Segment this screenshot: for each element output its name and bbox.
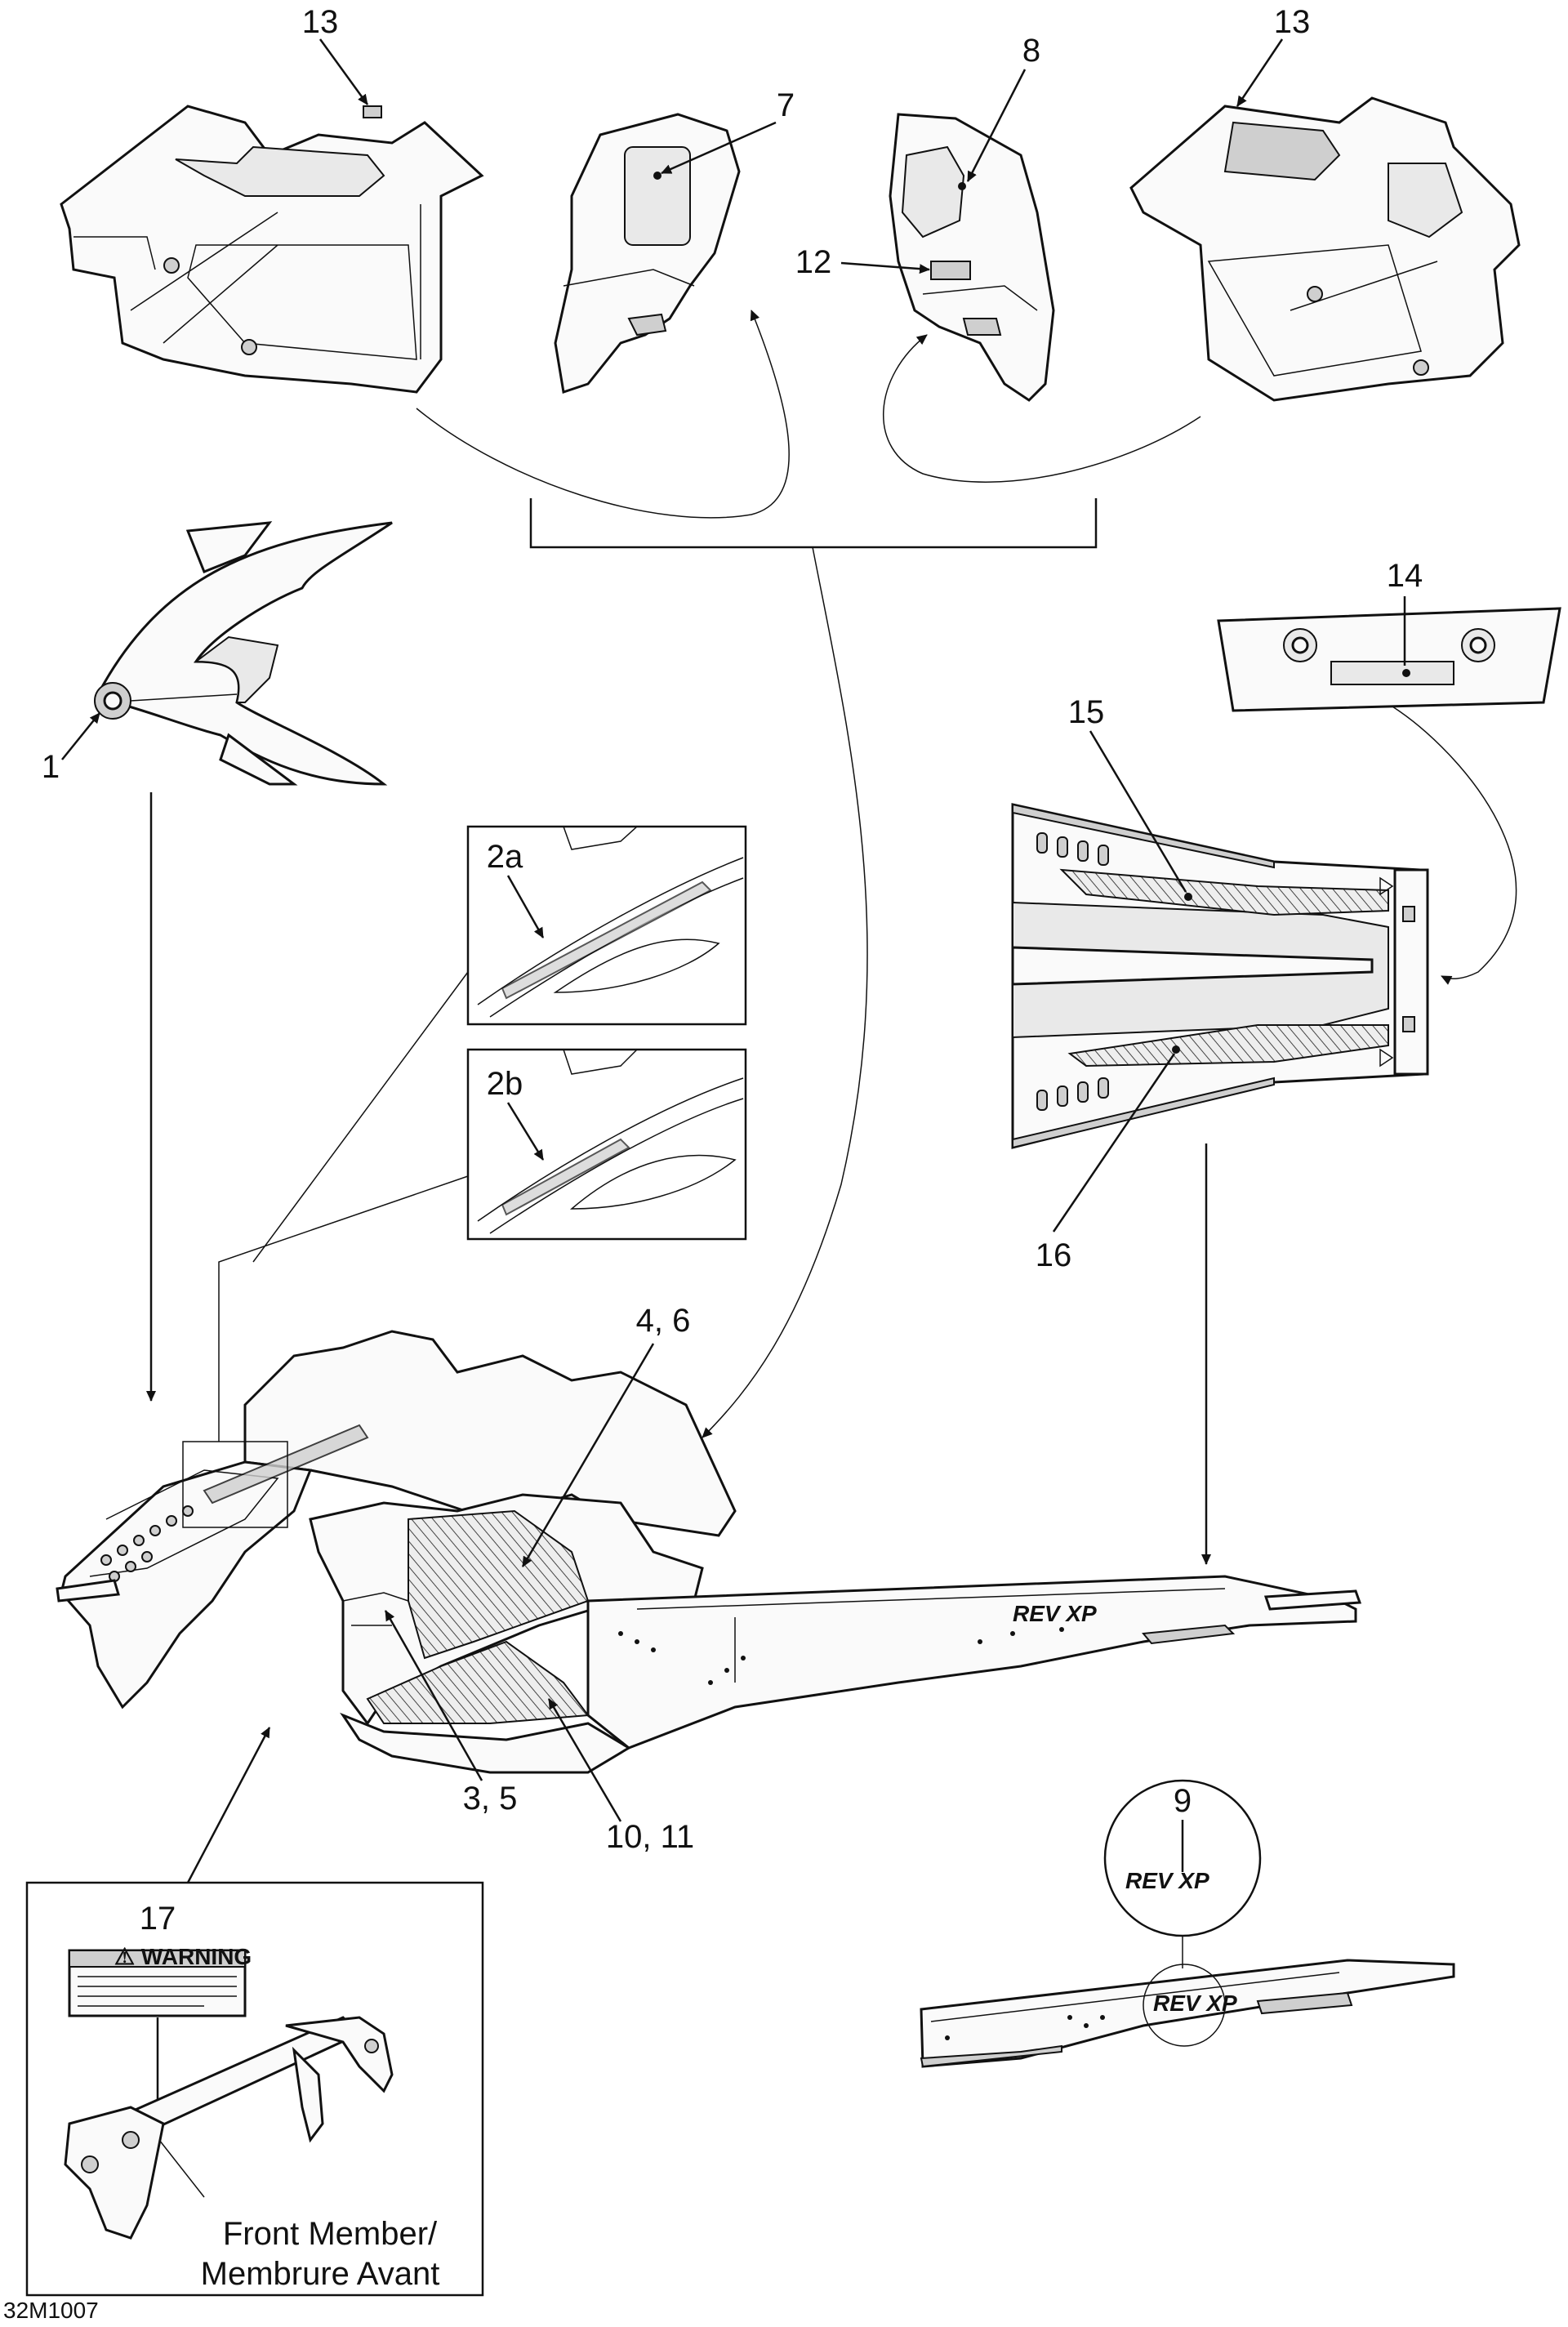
left-panel-to-console-arrow [416, 310, 790, 519]
left-side-panel [60, 105, 484, 394]
inset-caption-line2: Membrure Avant [201, 2256, 440, 2292]
tunnel-detail-revxp-logo: REV XP [1153, 1990, 1237, 2016]
bumper-to-tunnel-arrow [1392, 706, 1517, 985]
rivet-holes [618, 1627, 1064, 1685]
leader-13-right [1236, 38, 1284, 107]
bracket-to-body-arrow [702, 546, 868, 1438]
callout-13-right: 13 [1274, 4, 1311, 40]
callout-7: 7 [777, 87, 795, 123]
group-bracket [529, 498, 1098, 549]
leader-15 [1089, 730, 1187, 893]
callout-15: 15 [1068, 694, 1105, 730]
decal-2-location-box [182, 1441, 288, 1528]
vent-holes [100, 1505, 194, 1582]
detail-box-2b: 2b [466, 1048, 747, 1241]
inset-caption-line1: Front Member/ [223, 2216, 438, 2252]
callout-4-6: 4, 6 [636, 1303, 691, 1339]
rear-bumper-part [1217, 607, 1561, 712]
right-console [889, 113, 1055, 402]
callout-8: 8 [1022, 33, 1040, 69]
main-body-assembly: REV XP [56, 1330, 1362, 1774]
leader-1 [61, 712, 100, 760]
callout-13-left: 13 [302, 4, 339, 40]
tunnel-cooler-slots [1036, 832, 1109, 1111]
left-console [554, 113, 741, 394]
callout-9: 9 [1174, 1783, 1192, 1819]
callout-12: 12 [795, 244, 832, 280]
figure-code: 32M1007 [3, 2298, 99, 2323]
leader-2b [506, 1102, 545, 1161]
callout-14: 14 [1387, 558, 1423, 594]
warning-label-title: ⚠ WARNING [114, 1944, 252, 1969]
box-2a-leader-line [252, 971, 469, 1263]
callout-3-5: 3, 5 [463, 1781, 518, 1817]
tunnel-revxp-logo: REV XP [1013, 1601, 1097, 1626]
detail-box-2a: 2a [466, 825, 747, 1026]
leader-10-11 [547, 1698, 622, 1822]
leader-4-6 [521, 1343, 655, 1567]
callout-17: 17 [140, 1901, 176, 1937]
leader-12 [840, 261, 930, 274]
detail-revxp-logo: REV XP [1125, 1868, 1209, 1893]
rear-tunnel-detail: REV XP [920, 1959, 1455, 2068]
leader-8 [966, 69, 1027, 182]
inset-to-body-arrow [186, 1727, 271, 1883]
callout-16: 16 [1036, 1237, 1072, 1273]
callout-2a: 2a [487, 839, 523, 875]
box-2b-leader-line [218, 1175, 469, 1442]
tunnel-top-view [1011, 803, 1429, 1149]
front-member-part [64, 2016, 394, 2240]
front-member-inset: ⚠ WARNING 17 Front Member/ Membrure Avan… [25, 1881, 484, 2297]
callout-2b: 2b [487, 1066, 523, 1102]
right-panel-to-console-arrow [883, 334, 1201, 483]
hood-nose-piece [94, 521, 393, 786]
leader-16 [1052, 1053, 1176, 1233]
right-side-panel [1129, 96, 1521, 402]
leader-7 [661, 121, 777, 175]
callout-10-11: 10, 11 [606, 1819, 694, 1855]
leader-3-5 [384, 1610, 483, 1781]
leader-13-left [318, 38, 369, 105]
callout-1: 1 [42, 749, 60, 785]
warning-label-decal: ⚠ WARNING [68, 1944, 252, 2017]
leader-2a [506, 875, 545, 938]
